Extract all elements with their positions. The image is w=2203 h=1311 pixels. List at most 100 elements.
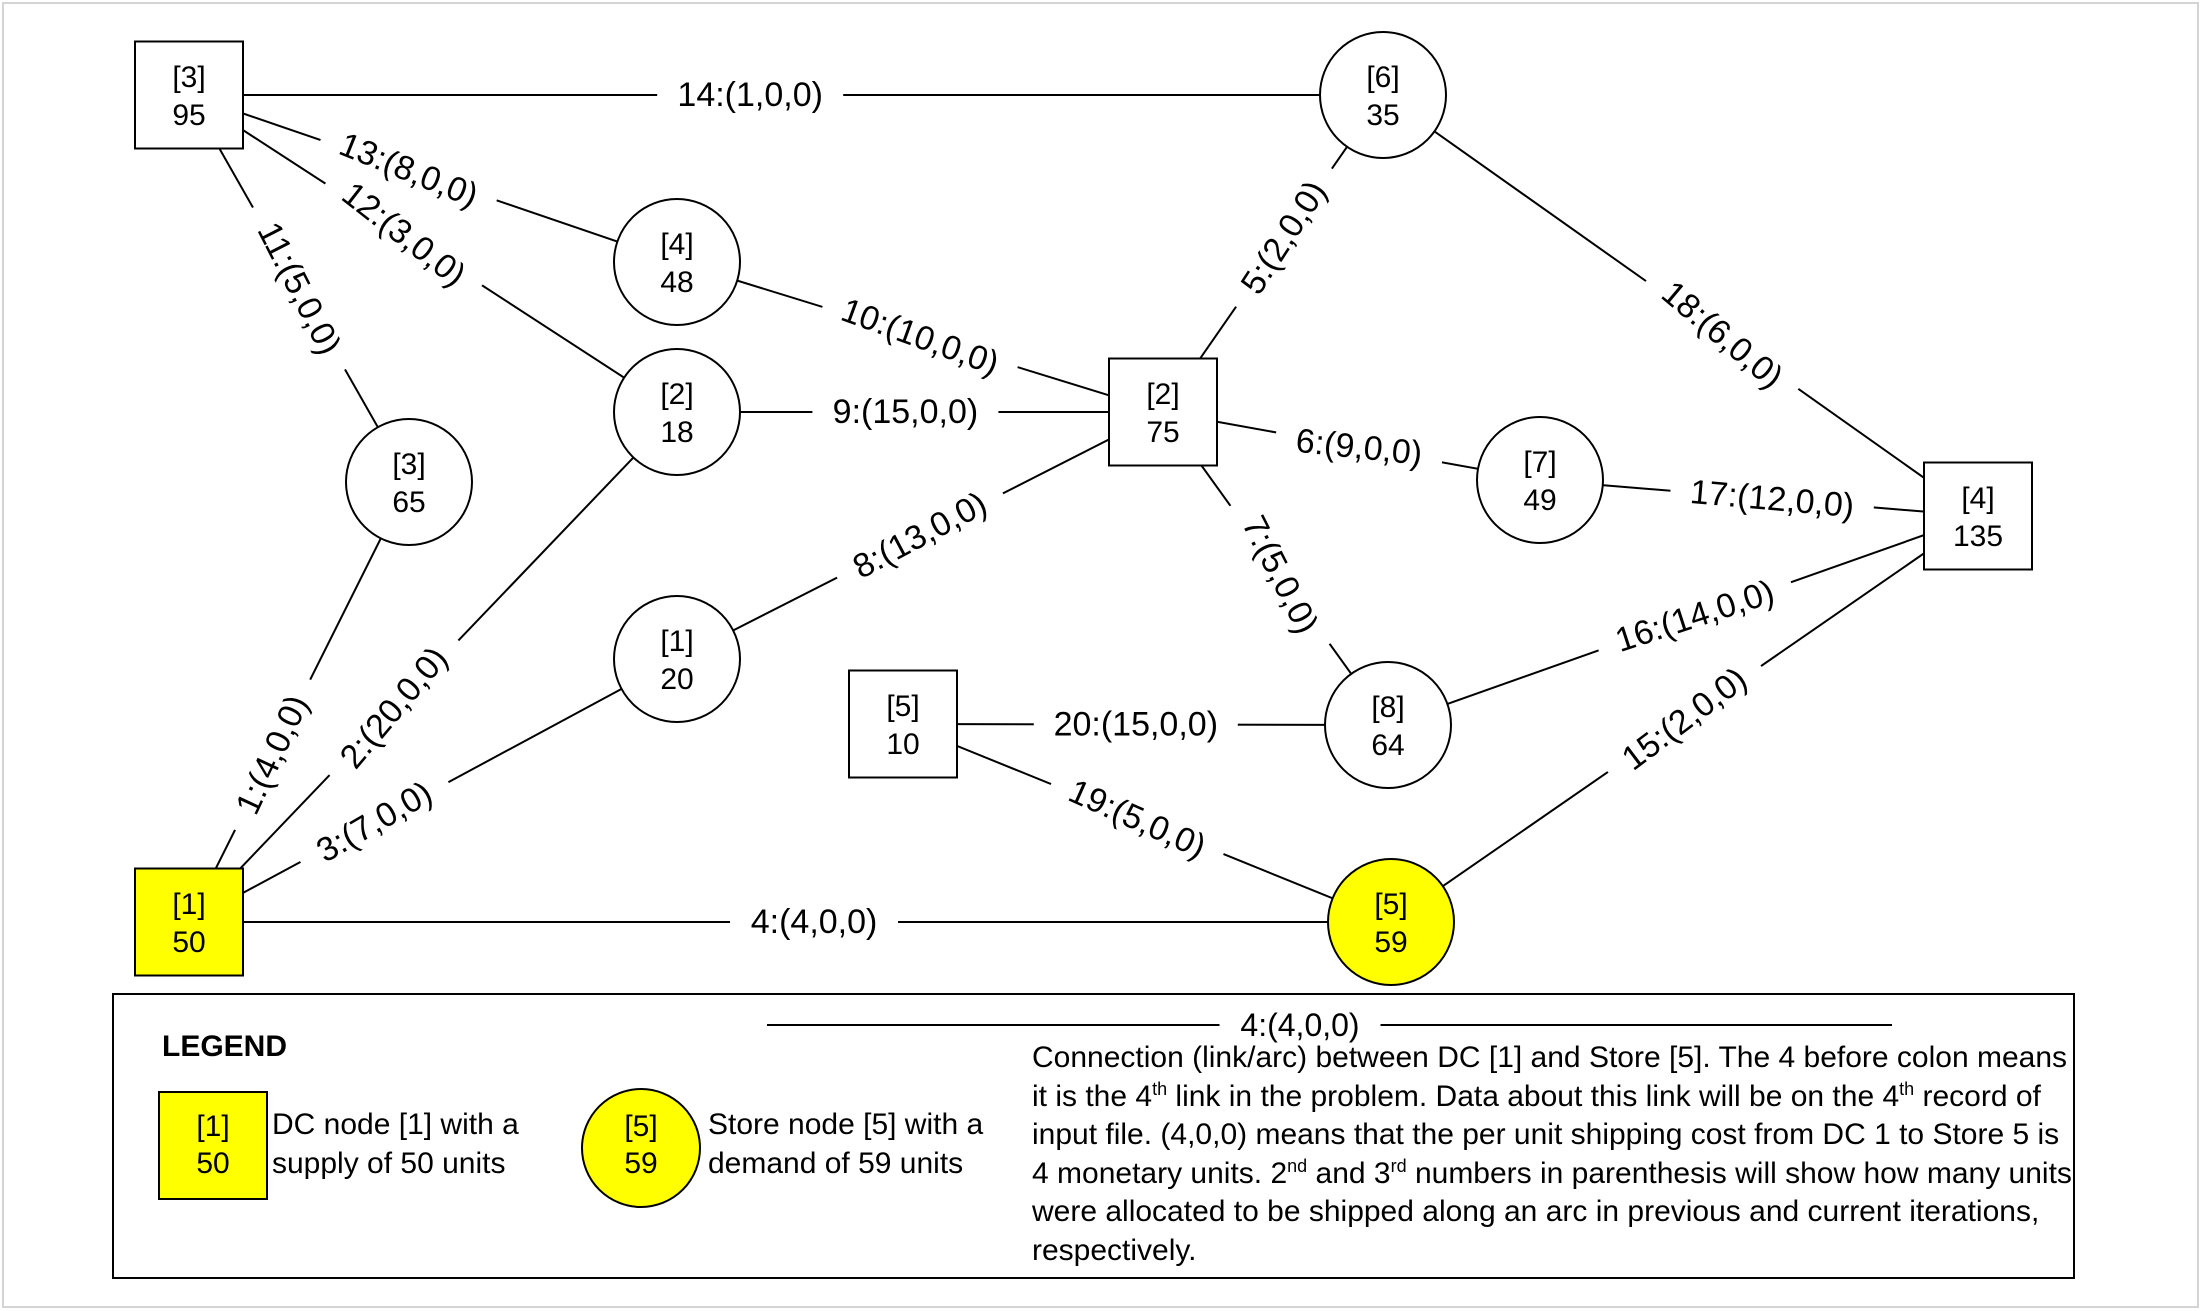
nodes-layer: [3]95[2]75[5]10[4]135[1]50[6]35[4]48[2]1… xyxy=(134,31,2033,986)
link-label: 2:(20,0,0) xyxy=(333,640,456,776)
link-label: 9:(15,0,0) xyxy=(833,393,979,431)
link-label-background xyxy=(830,477,1011,596)
node-label: [5] xyxy=(886,690,919,723)
node-value: 48 xyxy=(660,266,693,299)
legend-dc-node-label: [1] xyxy=(196,1110,229,1143)
legend-link-desc-sup2: th xyxy=(1899,1078,1915,1099)
node-label: [1] xyxy=(172,888,205,921)
link-label: 17:(12,0,0) xyxy=(1689,473,1856,525)
legend-dc-node xyxy=(158,1091,268,1200)
node-label: [2] xyxy=(660,378,693,411)
legend-link-desc-part1: Connection (link/arc) between DC [1] and… xyxy=(1032,1041,2068,1113)
node-value: 50 xyxy=(172,926,205,959)
node-value: 10 xyxy=(886,728,919,761)
node-label: [5] xyxy=(1374,888,1407,921)
link-label-background xyxy=(1044,766,1229,874)
legend-link-desc-sup1: th xyxy=(1152,1078,1168,1099)
link-label-group: 8:(13,0,0) xyxy=(830,477,1011,596)
link-label: 11:(5,0,0) xyxy=(250,216,349,361)
node-value: 35 xyxy=(1366,99,1399,132)
store-node-circle xyxy=(613,595,741,723)
link-label-group: 2:(20,0,0) xyxy=(321,626,468,791)
link-label-group: 3:(7,0,0) xyxy=(293,766,457,880)
link-label-background xyxy=(817,287,1022,389)
link-label-group: 5:(2,0,0) xyxy=(1224,158,1345,318)
dc-node-box xyxy=(134,40,244,150)
link-label-background xyxy=(1225,492,1333,658)
link-label: 19:(5,0,0) xyxy=(1063,772,1211,866)
link-label-background xyxy=(315,120,501,222)
node-value: 64 xyxy=(1371,729,1404,762)
link-label-group: 16:(14,0,0) xyxy=(1592,569,1798,665)
link-label: 10:(10,0,0) xyxy=(836,291,1004,383)
node-label: [2] xyxy=(1146,378,1179,411)
link-label: 8:(13,0,0) xyxy=(847,485,993,587)
legend-link-description: Connection (link/arc) between DC [1] and… xyxy=(1032,1039,2077,1270)
link-label: 15:(2,0,0) xyxy=(1615,660,1754,778)
store-node-circle xyxy=(1327,858,1455,986)
link-label: 3:(7,0,0) xyxy=(310,774,439,870)
legend-link-desc-part5: numbers in parenthesis will show how man… xyxy=(1032,1156,2072,1267)
store-node-circle xyxy=(1324,661,1452,789)
link-label: 4:(4,0,0) xyxy=(751,903,878,941)
legend-store-node-label: [5] xyxy=(624,1110,657,1143)
link-label: 14:(1,0,0) xyxy=(677,76,823,114)
legend-link-desc-sup3: nd xyxy=(1287,1155,1308,1176)
node-label: [4] xyxy=(660,228,693,261)
node-value: 95 xyxy=(172,99,205,132)
node-value: 18 xyxy=(660,416,693,449)
store-node-circle xyxy=(1319,31,1447,159)
node-label: [1] xyxy=(660,625,693,658)
node-label: [8] xyxy=(1371,691,1404,724)
node-value: 20 xyxy=(660,663,693,696)
link-label-background xyxy=(293,766,457,880)
link-label-group: 19:(5,0,0) xyxy=(1044,766,1229,874)
link-label: 1:(4,0,0) xyxy=(229,689,317,820)
legend-link-label-background xyxy=(1219,1009,1381,1041)
link-label-background xyxy=(1224,158,1345,318)
link-label-group: 15:(2,0,0) xyxy=(1600,650,1770,790)
legend-dc-description: DC node [1] with a supply of 50 units xyxy=(272,1108,519,1180)
link-label: 7:(5,0,0) xyxy=(1234,510,1325,640)
link-label: 5:(2,0,0) xyxy=(1234,174,1335,301)
link-label-group: 11:(5,0,0) xyxy=(240,198,356,380)
node-value: 59 xyxy=(1374,926,1407,959)
node-value: 65 xyxy=(392,486,425,519)
link-label: 6:(9,0,0) xyxy=(1294,422,1424,473)
link-label-background xyxy=(240,198,356,380)
link-label-group: 7:(5,0,0) xyxy=(1225,492,1333,658)
link-labels-layer: 1:(4,0,0)2:(20,0,0)3:(7,0,0) 4:(4,0,0) 5:(… xyxy=(222,76,1876,941)
link-label-background xyxy=(321,626,468,791)
link-label-background xyxy=(222,671,325,839)
legend-link-desc-part4: and 3 xyxy=(1307,1156,1391,1190)
dc-node-box xyxy=(1923,461,2033,571)
link-label-background xyxy=(1600,650,1770,790)
legend-link-label: 4:(4,0,0) xyxy=(1240,1007,1359,1043)
node-value: 75 xyxy=(1146,416,1179,449)
link-label-background xyxy=(657,79,844,113)
link-label-background xyxy=(1592,569,1798,665)
link-label-background xyxy=(319,164,487,306)
link-label-background xyxy=(1668,474,1876,526)
node-label: [4] xyxy=(1961,482,1994,515)
store-node-circle xyxy=(1476,416,1604,544)
link-label-background xyxy=(812,396,999,430)
legend-box xyxy=(112,993,2075,1279)
store-node-circle xyxy=(345,418,473,546)
link-label-group: 9:(15,0,0) xyxy=(812,393,999,431)
link-label-background xyxy=(1273,422,1445,475)
link-label-background xyxy=(1639,262,1804,409)
node-label: [3] xyxy=(172,61,205,94)
legend-dc-node-value: 50 xyxy=(196,1147,229,1180)
node-label: [7] xyxy=(1523,446,1556,479)
dc-node-box xyxy=(134,867,244,977)
link-label-group: 10:(10,0,0) xyxy=(817,287,1022,389)
link-label: 18:(6,0,0) xyxy=(1654,274,1790,397)
link-label-group: 17:(12,0,0) xyxy=(1668,473,1876,526)
legend-title: LEGEND xyxy=(162,1030,288,1063)
link-label-group: 1:(4,0,0) xyxy=(222,671,325,839)
legend-store-description: Store node [5] with a demand of 59 units xyxy=(708,1108,984,1180)
link-label-group: 20:(15,0,0) xyxy=(1033,705,1238,743)
link-label-background xyxy=(1033,708,1238,743)
